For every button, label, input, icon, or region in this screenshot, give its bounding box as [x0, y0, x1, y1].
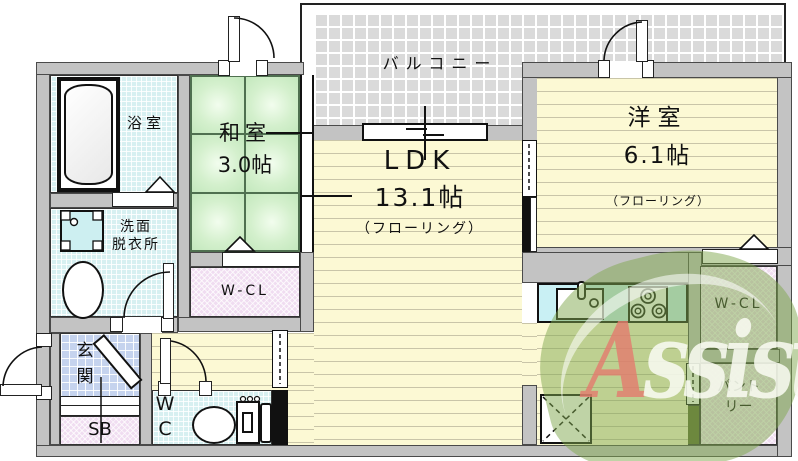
wall-ldk-stub — [522, 385, 537, 445]
room-wcl-left — [190, 267, 300, 317]
entrance-door-leaf — [0, 384, 42, 396]
door-jamb — [256, 60, 268, 76]
label-ldk-floor: （フローリング） — [356, 221, 484, 237]
folding-door-tatami-wcl — [222, 252, 300, 267]
room-ldk-strip — [288, 390, 314, 445]
balcony-window — [362, 123, 488, 141]
label-wc: W C — [155, 393, 175, 440]
label-western-room-floor: （フローリング） — [605, 194, 710, 208]
folding-door-bath — [112, 192, 174, 207]
wall-balcony-western — [522, 62, 792, 78]
opening-washroom — [122, 317, 162, 333]
sliding-door-tatami-ldk — [300, 75, 314, 252]
wall-ldk-western-white — [530, 197, 537, 252]
label-wcl-left: W-CL — [221, 283, 269, 299]
tatami-mat — [246, 77, 298, 134]
toilet-tank-inner — [242, 412, 253, 433]
toilet-bowl — [192, 406, 236, 444]
door-jamb — [598, 60, 610, 78]
label-genkan: 玄 関 — [76, 341, 94, 387]
door-jamb — [110, 317, 123, 332]
opening-western-balcony — [604, 61, 648, 78]
wall-wcl-right — [300, 252, 314, 332]
wall-pantry-dark — [686, 405, 700, 445]
door-jamb — [199, 381, 212, 396]
bathtub-inner — [64, 84, 113, 185]
wash-basin — [62, 261, 104, 319]
sliding-door-pantry — [686, 363, 700, 405]
door-jamb — [36, 333, 52, 347]
room-ldk — [314, 140, 522, 445]
label-balcony: バルコニー — [382, 54, 498, 73]
label-western-room: 洋室 — [627, 105, 688, 131]
wall-hall-black — [272, 388, 288, 445]
room-shoebox — [60, 416, 140, 445]
wall-wcl-bottom — [178, 317, 314, 332]
label-ldk: LDK — [383, 146, 457, 176]
label-washroom: 洗面 脱衣所 — [112, 219, 160, 253]
label-japanese-room: 和室 — [219, 121, 271, 145]
label-bath: 浴室 — [126, 114, 165, 132]
tatami-mat — [192, 77, 244, 134]
tatami-door-leaf — [228, 16, 240, 62]
room-japanese — [190, 75, 300, 252]
kitchen-faucet — [577, 281, 586, 300]
folding-door-wcl-right — [702, 249, 778, 264]
door-jamb — [218, 60, 230, 76]
tatami-mat — [192, 193, 244, 250]
shoe-counter-bottom — [60, 405, 140, 416]
door-jamb — [161, 317, 174, 332]
wall-ldk-western-black — [522, 197, 530, 252]
wall-bottom — [36, 445, 792, 457]
label-pantry: パント リー — [717, 379, 760, 415]
tatami-mat — [246, 135, 298, 192]
door-jamb — [642, 60, 654, 78]
label-japanese-room-size: 3.0帖 — [217, 153, 273, 177]
wall-wcl-pantry — [700, 349, 780, 363]
room-ldk-kitchen-gap — [522, 323, 537, 385]
sliding-door-hall — [272, 330, 288, 388]
label-shoebox: SB — [88, 419, 112, 440]
toilet-lid — [260, 403, 272, 443]
balcony-floor — [314, 13, 522, 126]
wall-kitchen-back — [522, 252, 700, 283]
tatami-mat — [246, 193, 298, 250]
room-ldk-hall — [152, 333, 314, 390]
label-western-room-size: 6.1帖 — [623, 143, 692, 169]
room-western — [537, 78, 777, 247]
tatami-mat — [192, 135, 244, 192]
label-ldk-size: 13.1帖 — [374, 183, 466, 212]
balcony-floor-right — [522, 13, 782, 62]
sliding-door-ldk-western — [522, 140, 537, 197]
label-wcl-right: W-CL — [714, 296, 763, 312]
wall-genkan-right — [140, 333, 152, 445]
arc-tatami-top-door — [233, 17, 275, 59]
washroom-door-leaf — [163, 263, 174, 319]
stove — [628, 286, 668, 323]
wc-door-leaf — [160, 338, 171, 384]
service-hatch — [540, 394, 592, 444]
western-balcony-door-leaf — [636, 20, 648, 62]
